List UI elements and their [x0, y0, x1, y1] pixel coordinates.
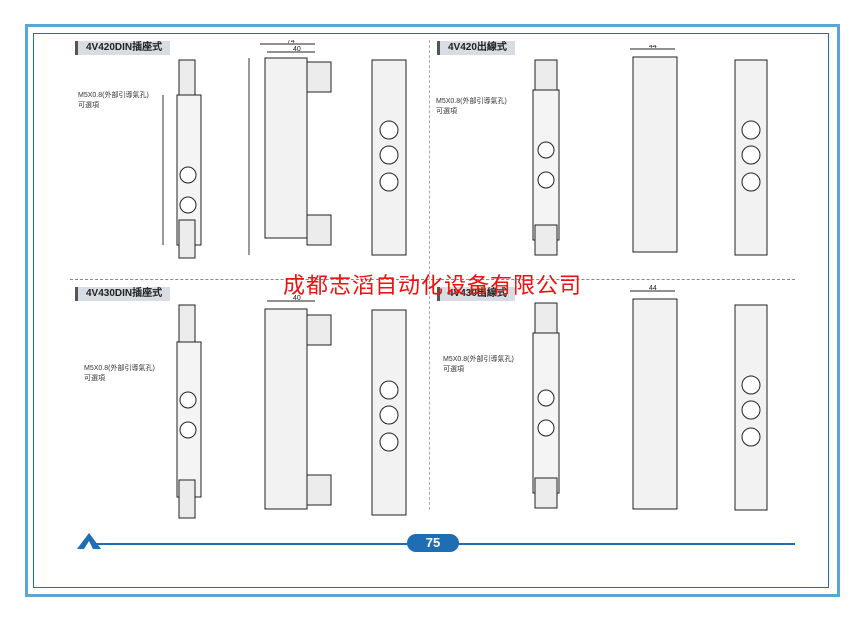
- port-note-430din: M5X0.8(外部引導氣孔) 可選項: [84, 363, 155, 383]
- port-note-line2: 可選項: [436, 108, 457, 115]
- dim-40: 40: [293, 46, 301, 53]
- valve-front-view-420din: [162, 59, 202, 259]
- port-note-line1: M5X0.8(外部引導氣孔): [78, 92, 149, 99]
- page-number: 75: [407, 534, 459, 552]
- port-note-430wire: M5X0.8(外部引導氣孔) 可選項: [443, 354, 514, 374]
- valve-side-view-430wire: 44: [630, 285, 678, 510]
- valve-side-view-430din: 40: [264, 295, 332, 510]
- dim-44: 44: [649, 45, 657, 50]
- brand-logo-icon: [77, 533, 101, 549]
- column-divider: [429, 40, 430, 510]
- valve-side-view-420din: 74 40: [248, 40, 332, 255]
- port-note-line2: 可選項: [443, 366, 464, 373]
- dim-40: 40: [293, 295, 301, 302]
- section-title-4v420-din: 4V420DIN插座式: [75, 41, 171, 55]
- port-note-line2: 可選項: [78, 102, 99, 109]
- port-note-420wire: M5X0.8(外部引導氣孔) 可選項: [436, 96, 507, 116]
- port-note-line1: M5X0.8(外部引導氣孔): [443, 356, 514, 363]
- port-note-line1: M5X0.8(外部引導氣孔): [84, 365, 155, 372]
- section-divider: [70, 279, 795, 280]
- dim-74: 74: [287, 40, 295, 45]
- dim-44: 44: [649, 285, 657, 292]
- port-note-line2: 可選項: [84, 375, 105, 382]
- port-note-line1: M5X0.8(外部引導氣孔): [436, 98, 507, 105]
- valve-side-view-420wire: 44: [630, 45, 678, 253]
- port-note-420din: M5X0.8(外部引導氣孔) 可選項: [78, 90, 149, 110]
- company-watermark: 成都志滔自动化设备有限公司: [283, 274, 583, 299]
- page-outer-frame: [25, 24, 840, 597]
- section-title-4v430-din: 4V430DIN插座式: [75, 287, 171, 301]
- valve-end-view-430wire: [734, 304, 768, 511]
- section-title-4v430-wire: 4V430出線式: [437, 287, 515, 301]
- page-inner-frame: [33, 33, 829, 588]
- valve-end-view-430din: [371, 309, 407, 516]
- valve-end-view-420din: [371, 59, 407, 256]
- valve-end-view-420wire: [734, 59, 768, 256]
- valve-front-view-430wire: [532, 302, 560, 509]
- section-title-4v420-wire: 4V420出線式: [437, 41, 515, 55]
- valve-front-view-420wire: [532, 59, 560, 256]
- valve-front-view-430din: [176, 304, 202, 519]
